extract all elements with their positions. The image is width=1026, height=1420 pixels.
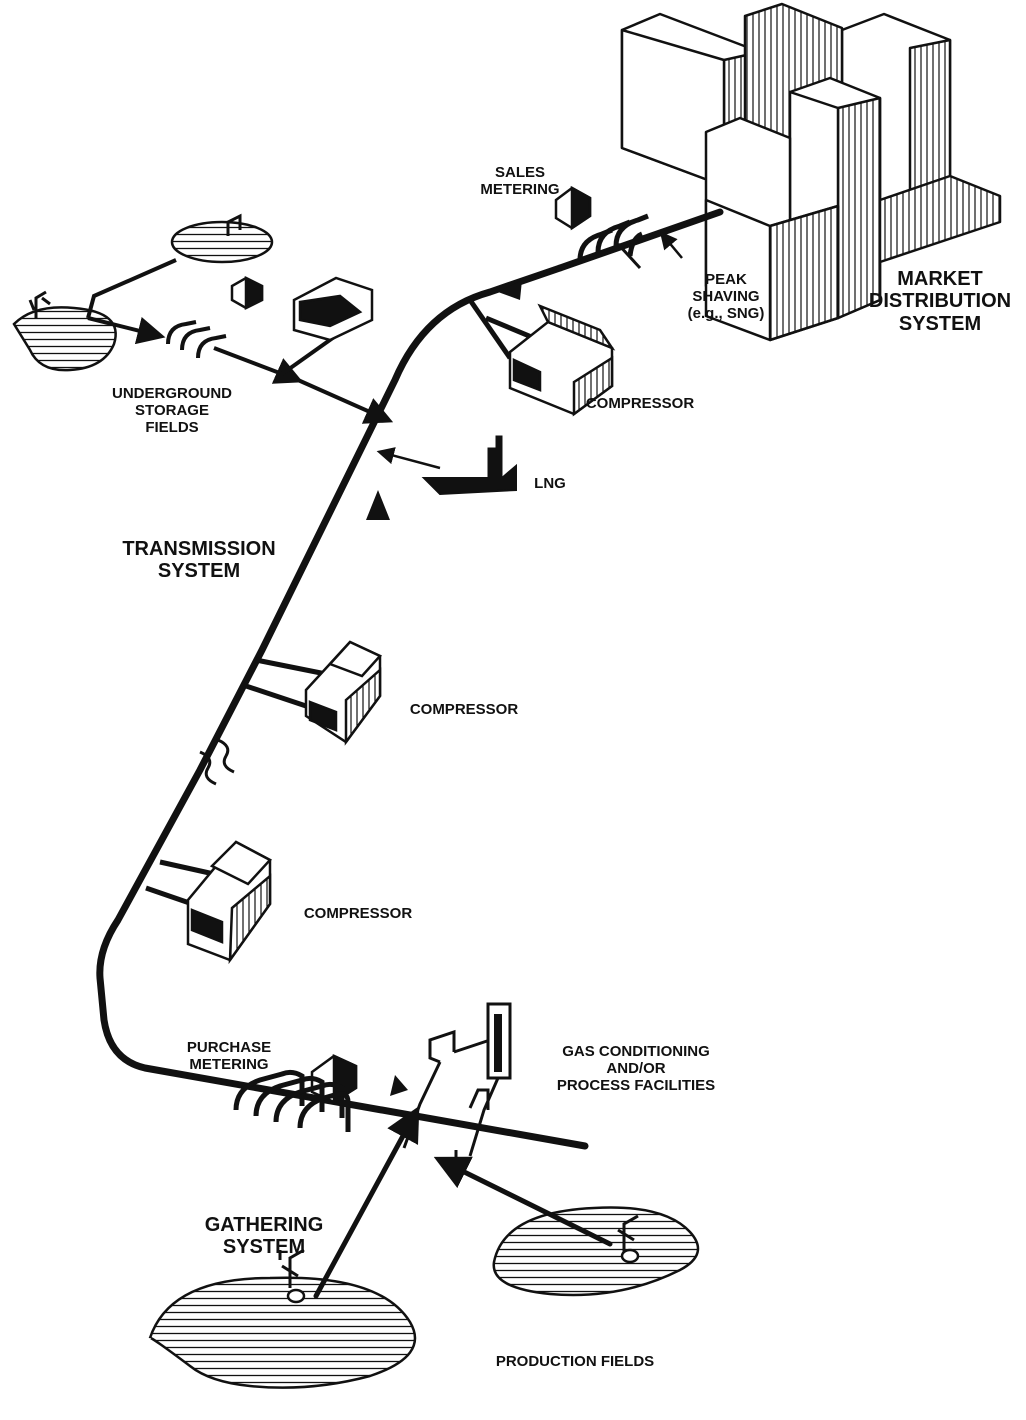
label-compressor-lower: COMPRESSOR xyxy=(303,905,413,922)
lng-tanker xyxy=(376,435,517,496)
label-compressor-middle: COMPRESSOR xyxy=(409,701,519,718)
underground-storage-fields xyxy=(12,213,394,424)
transmission-pipeline xyxy=(96,208,724,1150)
compressor-top xyxy=(467,298,616,417)
gathering-pipelines xyxy=(313,1105,613,1299)
pipeline-break-mark xyxy=(199,738,235,786)
peak-shaving-arrow xyxy=(659,231,683,259)
compressor-middle xyxy=(245,640,383,746)
gas-conditioning-facility xyxy=(402,1002,512,1178)
label-lng: LNG xyxy=(534,475,566,492)
label-compressor-top: COMPRESSOR xyxy=(585,395,695,412)
production-fields xyxy=(148,1206,700,1389)
transmission-flow-arrows xyxy=(366,280,522,1096)
sales-metering-station xyxy=(554,185,649,270)
market-distribution-buildings xyxy=(620,2,1002,342)
compressor-lower xyxy=(145,840,273,965)
purchase-metering-station xyxy=(233,1054,358,1132)
label-production-fields: PRODUCTION FIELDS xyxy=(495,1353,655,1370)
